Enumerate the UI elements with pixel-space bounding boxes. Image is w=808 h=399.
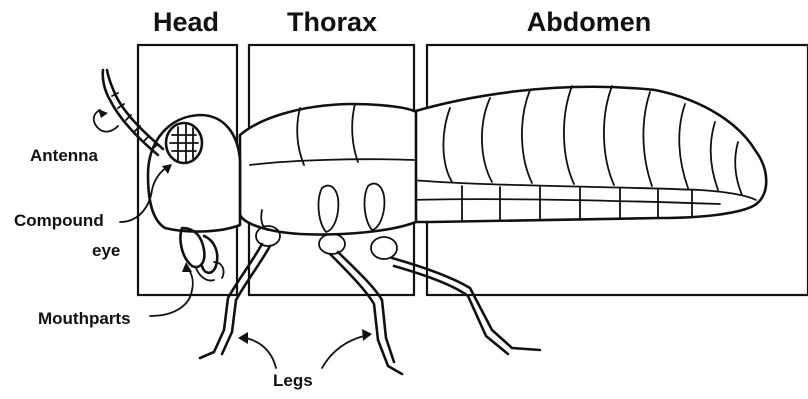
label-compound-eye-line1: Compound: [14, 211, 104, 230]
head-body: [148, 115, 240, 281]
middle-leg: [330, 252, 402, 374]
label-mouthparts: Mouthparts: [38, 309, 131, 328]
mouthparts-pointer: [150, 268, 193, 316]
label-compound-eye-line2: eye: [92, 241, 120, 260]
abdomen-body: [412, 86, 766, 222]
label-legs: Legs: [273, 371, 313, 390]
front-leg: [200, 244, 270, 358]
legs-pointer-right: [322, 336, 364, 368]
hind-leg: [392, 258, 540, 354]
legs-pointer-left: [246, 338, 276, 368]
mouthparts-shape: [180, 228, 223, 281]
label-antenna: Antenna: [30, 146, 99, 165]
section-title-abdomen: Abdomen: [527, 7, 652, 37]
thorax-body: [240, 104, 416, 259]
section-title-thorax: Thorax: [287, 7, 377, 37]
section-title-head: Head: [153, 7, 219, 37]
